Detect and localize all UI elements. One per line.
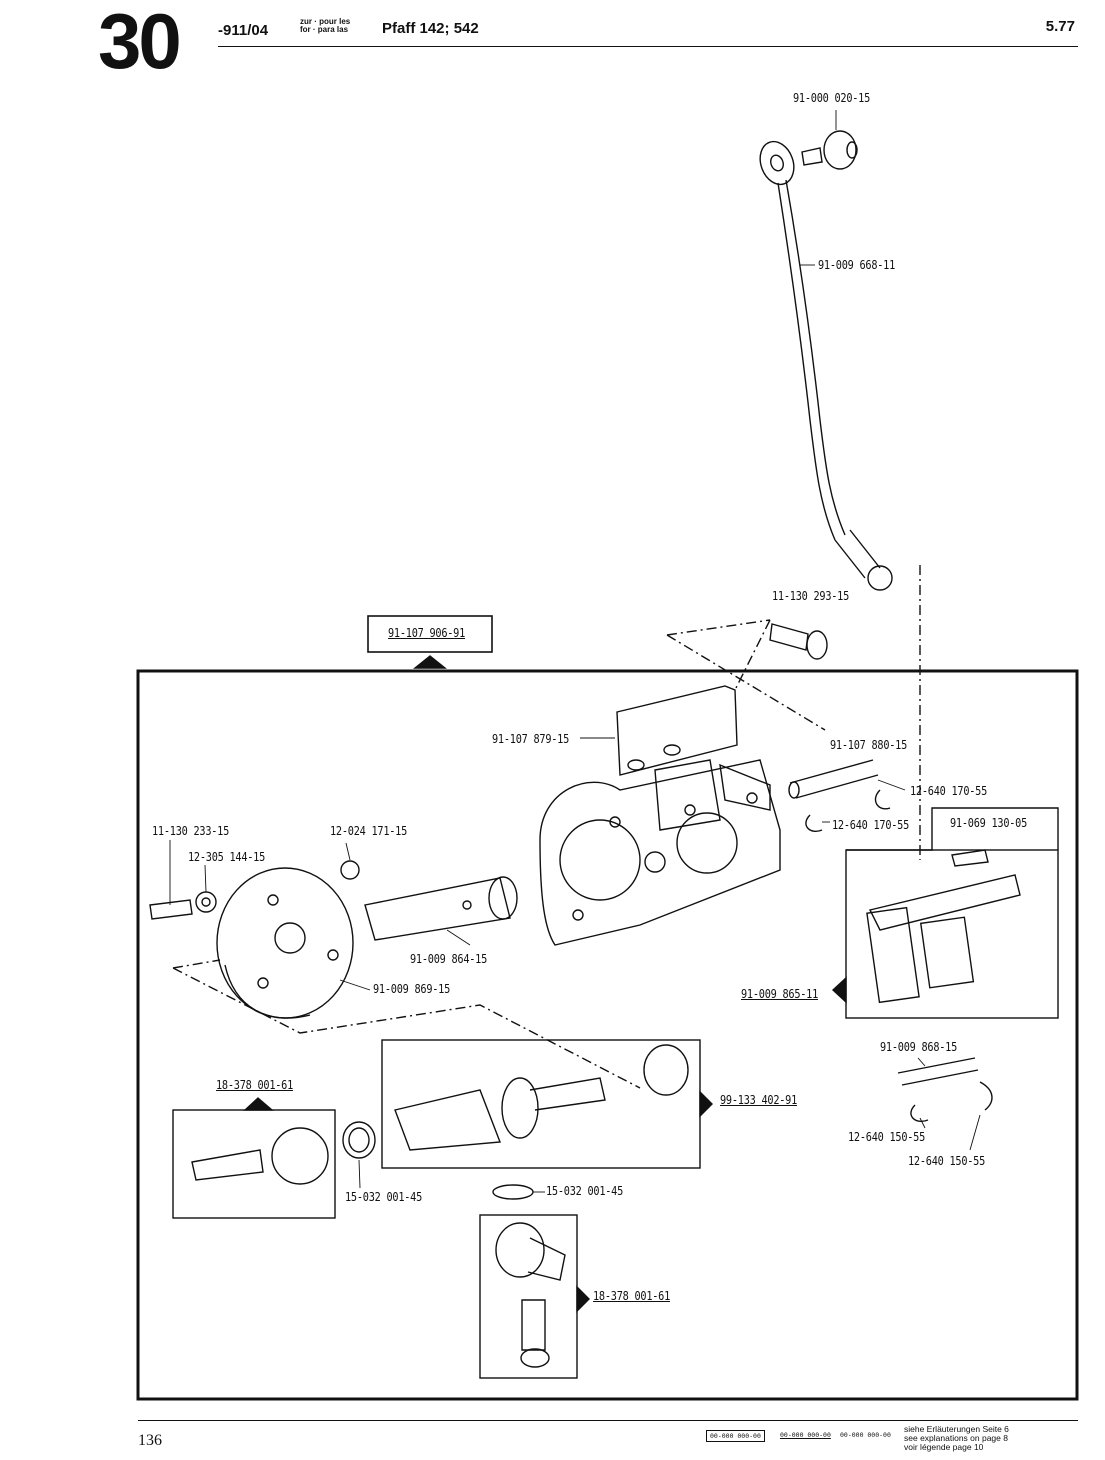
part-label: 91-107 880-15 — [830, 737, 908, 752]
part-label: 12-305 144-15 — [188, 849, 266, 864]
part-label: 12-640 150-55 — [848, 1129, 926, 1144]
machine-model: Pfaff 142; 542 — [382, 20, 479, 37]
sheet-code: -911/04 — [218, 22, 269, 39]
prefix-line-2: for · para las — [300, 25, 349, 34]
code-box-1: 00-000 000-00 — [706, 1430, 765, 1442]
part-label: 15-032 001-45 — [345, 1189, 423, 1204]
part-label: 91-009 864-15 — [410, 951, 488, 966]
part-label: 12-024 171-15 — [330, 823, 408, 838]
part-label: 12-640 170-55 — [910, 783, 988, 798]
assembly-label: 91-009 865-11 — [741, 986, 819, 1001]
group-number: 30 — [98, 0, 182, 85]
legend-line-3: voir légende page 10 — [904, 1442, 984, 1452]
code-box-2: 00-000 000-00 — [780, 1431, 831, 1439]
footer-rule — [138, 1420, 1078, 1421]
part-label: 11-130 233-15 — [152, 823, 230, 838]
legend-line-2: see explanations on page 8 — [904, 1433, 1008, 1443]
code-box-3: 00-000 000-00 — [840, 1431, 891, 1439]
part-label: 91-069 130-05 — [950, 815, 1028, 830]
part-label: 12-640 170-55 — [832, 817, 910, 832]
header-rule — [218, 46, 1078, 47]
assembly-label: 99-133 402-91 — [720, 1092, 798, 1107]
page-number: 136 — [138, 1432, 162, 1449]
assembly-frame — [136, 669, 1079, 1401]
assembly-label: 18-378 001-61 — [216, 1077, 294, 1092]
prefix-line-1: zur · pour les — [300, 17, 351, 26]
part-label: 91-107 879-15 — [492, 731, 570, 746]
assembly-label: 91-107 906-91 — [388, 625, 466, 640]
part-label: 15-032 001-45 — [546, 1183, 624, 1198]
prefix-block: zur · pour les for · para las — [300, 18, 350, 34]
assembly-label: 18-378 001-61 — [593, 1288, 671, 1303]
part-label: 11-130 293-15 — [772, 588, 850, 603]
part-label: 91-009 668-11 — [818, 257, 896, 272]
legend: siehe Erläuterungen Seite 6 see explanat… — [904, 1425, 1009, 1452]
part-label: 12-640 150-55 — [908, 1153, 986, 1168]
legend-line-1: siehe Erläuterungen Seite 6 — [904, 1424, 1009, 1434]
part-label: 91-009 869-15 — [373, 981, 451, 996]
issue-date: 5.77 — [1045, 18, 1075, 35]
part-label: 91-009 868-15 — [880, 1039, 958, 1054]
part-label: 91-000 020-15 — [793, 90, 871, 105]
